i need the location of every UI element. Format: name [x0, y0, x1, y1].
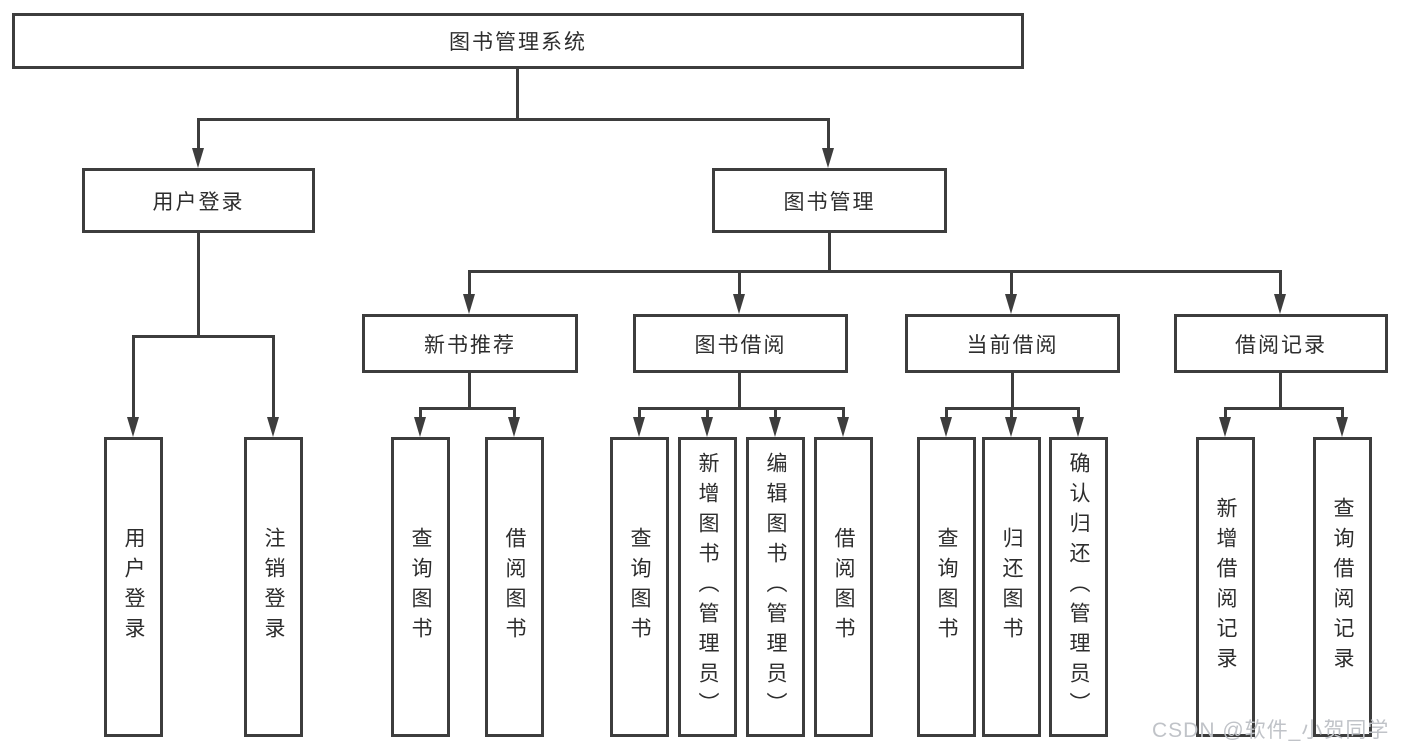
connector-line — [828, 233, 831, 270]
leaf-edit-books-admin: 编辑图书（管理员） — [746, 437, 805, 737]
node-label: 借阅记录 — [1235, 333, 1327, 357]
arrow-down-icon — [192, 148, 204, 168]
arrow-down-icon — [1005, 417, 1017, 437]
node-current-borrowing: 当前借阅 — [905, 314, 1120, 373]
arrow-down-icon — [837, 417, 849, 437]
connector-line — [738, 373, 741, 407]
leaf-query-borrow-record: 查询借阅记录 — [1313, 437, 1372, 737]
connector-line — [774, 407, 777, 418]
arrow-down-icon — [1219, 417, 1231, 437]
csdn-watermark: CSDN @软件_小贺同学 — [1152, 719, 1390, 742]
node-root-system: 图书管理系统 — [12, 13, 1024, 69]
node-label: 当前借阅 — [966, 333, 1059, 357]
leaf-return-books: 归还图书 — [982, 437, 1041, 737]
leaf-borrow-books: 借阅图书 — [814, 437, 873, 737]
arrow-down-icon — [633, 417, 645, 437]
leaf-confirm-return-admin: 确认归还（管理员） — [1049, 437, 1108, 737]
arrow-down-icon — [1072, 417, 1084, 437]
leaf-label: 查询图书 — [628, 527, 651, 647]
leaf-label: 确认归还（管理员） — [1067, 452, 1090, 722]
leaf-borrow-books: 借阅图书 — [485, 437, 544, 737]
node-label: 用户登录 — [152, 190, 245, 214]
leaf-label: 注销登录 — [262, 527, 285, 647]
connector-line — [1011, 373, 1014, 407]
node-label: 图书管理系统 — [449, 31, 587, 54]
connector-line — [1279, 373, 1282, 407]
leaf-label: 用户登录 — [122, 527, 145, 647]
connector-line — [1279, 270, 1282, 296]
connector-line — [197, 118, 200, 150]
node-user-login: 用户登录 — [82, 168, 315, 233]
arrow-down-icon — [822, 148, 834, 168]
connector-line — [419, 407, 422, 418]
arrow-down-icon — [508, 417, 520, 437]
node-book-management: 图书管理 — [712, 168, 947, 233]
arrow-down-icon — [733, 294, 745, 314]
leaf-query-books: 查询图书 — [610, 437, 669, 737]
leaf-label: 借阅图书 — [503, 527, 526, 647]
leaf-label: 新增借阅记录 — [1214, 497, 1237, 677]
connector-line — [513, 407, 516, 418]
connector-line — [1224, 407, 1344, 410]
connector-line — [197, 118, 830, 121]
leaf-user-login: 用户登录 — [104, 437, 163, 737]
connector-line — [1010, 270, 1013, 296]
node-new-book-recommend: 新书推荐 — [362, 314, 578, 373]
connector-line — [468, 270, 471, 296]
node-book-borrowing: 图书借阅 — [633, 314, 848, 373]
arrow-down-icon — [940, 417, 952, 437]
connector-line — [197, 233, 200, 335]
connector-line — [419, 407, 516, 410]
leaf-label: 查询图书 — [409, 527, 432, 647]
node-label: 图书管理 — [783, 190, 876, 214]
connector-line — [1077, 407, 1080, 418]
arrow-down-icon — [1005, 294, 1017, 314]
leaf-label: 查询图书 — [935, 527, 958, 647]
leaf-query-books: 查询图书 — [391, 437, 450, 737]
leaf-label: 新增图书（管理员） — [696, 452, 719, 722]
connector-line — [1010, 407, 1013, 418]
arrow-down-icon — [463, 294, 475, 314]
arrow-down-icon — [267, 417, 279, 437]
node-borrow-records: 借阅记录 — [1174, 314, 1388, 373]
node-label: 新书推荐 — [424, 333, 516, 357]
leaf-label: 查询借阅记录 — [1331, 497, 1354, 677]
connector-line — [132, 335, 275, 338]
leaf-add-books-admin: 新增图书（管理员） — [678, 437, 737, 737]
connector-line — [469, 270, 1282, 273]
arrow-down-icon — [769, 417, 781, 437]
arrow-down-icon — [701, 417, 713, 437]
leaf-logout: 注销登录 — [244, 437, 303, 737]
leaf-query-books: 查询图书 — [917, 437, 976, 737]
arrow-down-icon — [1336, 417, 1348, 437]
arrow-down-icon — [127, 417, 139, 437]
connector-line — [738, 270, 741, 296]
node-label: 图书借阅 — [694, 333, 787, 357]
connector-line — [468, 373, 471, 407]
arrow-down-icon — [1274, 294, 1286, 314]
connector-line — [827, 118, 830, 150]
connector-line — [132, 335, 135, 417]
leaf-label: 归还图书 — [1000, 527, 1023, 647]
connector-line — [706, 407, 709, 418]
leaf-label: 编辑图书（管理员） — [764, 452, 787, 722]
arrow-down-icon — [414, 417, 426, 437]
connector-line — [842, 407, 845, 418]
connector-line — [1224, 407, 1227, 418]
connector-line — [638, 407, 845, 410]
leaf-add-borrow-record: 新增借阅记录 — [1196, 437, 1255, 737]
leaf-label: 借阅图书 — [832, 527, 855, 647]
connector-line — [1341, 407, 1344, 418]
connector-line — [272, 335, 275, 417]
connector-line — [945, 407, 948, 418]
connector-line — [638, 407, 641, 418]
connector-line — [516, 69, 519, 118]
